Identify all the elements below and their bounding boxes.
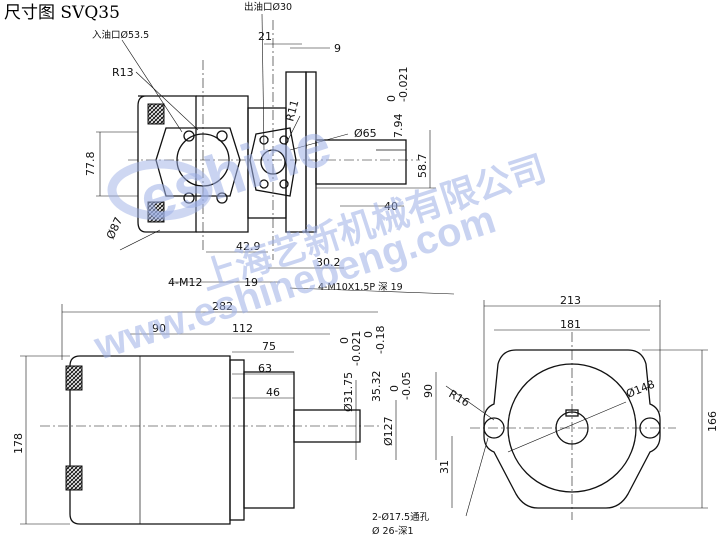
inlet-label: 入油口Ø53.5 [92,29,149,41]
side-view: 282 90 112 75 63 46 178 Ø31.75 0 -0.021 … [12,300,437,525]
r16-label: R16 [447,387,472,409]
hole-note-2: Ø 26-深1 [372,526,414,537]
top-body-left [137,95,197,233]
dim-31: 31 [438,460,451,474]
side-seal-upper [65,365,83,391]
dim-40: 40 [384,200,398,213]
watermark: eshine 上海艺新机械有限公司 www.eshinebeng.com [88,109,551,369]
dim-90v: 90 [422,384,435,398]
dim-42-9: 42.9 [236,240,261,253]
top-seal-upper [147,103,165,125]
dim-282: 282 [212,300,233,313]
inlet-bolt-3 [183,192,195,204]
tol-31-up: 0 [338,337,351,344]
dim-181: 181 [560,318,581,331]
dim-87-leader [119,229,161,251]
side-body [69,355,231,525]
top-shaft [315,139,407,185]
outlet-bolt-4 [279,179,289,189]
hole-note-1: 2-Ø17.5通孔 [372,512,430,523]
inlet-bolt-4 [216,192,228,204]
front-housing [483,349,661,509]
r13-label: R13 [112,66,134,79]
dim-65: Ø65 [354,127,377,140]
dim-178: 178 [12,433,25,454]
tol-794: 7.94 [392,114,405,139]
m10-label: 4-M10X1.5P 深 19 [318,282,403,293]
dim-46: 46 [266,386,280,399]
watermark-main: eshine [131,109,339,235]
dim-127: Ø127 [382,416,395,446]
r11-leader [287,115,301,141]
hole-note-leader [465,437,489,517]
front-view: 213 181 R16 Ø148 166 31 2-Ø17.5通孔 Ø 26-深… [372,294,719,537]
d148-leader [507,401,627,453]
r11-label: R11 [283,99,301,123]
tol-31-low: -0.021 [350,331,363,366]
dim-87: Ø87 [104,215,125,241]
dim-31-75: Ø31.75 [342,372,355,412]
drawing-title: 尺寸图 SVQ35 [4,3,120,23]
dim-77-8: 77.8 [84,152,97,177]
dim-148: Ø148 [624,378,656,401]
d65-leader [289,133,349,151]
tol-35-up: 0 [362,331,375,338]
outlet-leader [261,13,265,151]
dim-58-7: 58.7 [416,154,429,179]
dim-213: 213 [560,294,581,307]
side-seal-lower [65,465,83,491]
dim-112: 112 [232,322,253,335]
dim-90: 90 [152,322,166,335]
dim-9: 9 [334,42,341,55]
inlet-bolt-2 [216,130,228,142]
m10-leader-line [289,287,455,295]
dim-19: 19 [244,276,258,289]
tol-794-up: 0 [385,95,398,102]
m12-label: 4-M12 [168,276,202,289]
tol-35-low: -0.18 [374,326,387,354]
watermark-logo-ring [107,159,213,221]
r13-leader [135,71,199,131]
dim-21: 21 [258,30,272,43]
dim-35-32: 35.32 [370,371,383,403]
dim-166: 166 [706,411,719,432]
dim-30-2: 30.2 [316,256,341,269]
dim-63: 63 [258,362,272,375]
outlet-bolt-3 [259,179,269,189]
inlet-leader [121,39,183,133]
outlet-label: 出油口Ø30 [244,1,292,13]
tol-127-up: 0 [388,385,401,392]
dim-75: 75 [262,340,276,353]
inlet-bolt-1 [183,130,195,142]
side-flange [229,359,245,521]
tol-127-low: -0.05 [400,372,413,400]
r16-leader [445,385,495,421]
tol-794-low: -0.021 [397,67,410,102]
